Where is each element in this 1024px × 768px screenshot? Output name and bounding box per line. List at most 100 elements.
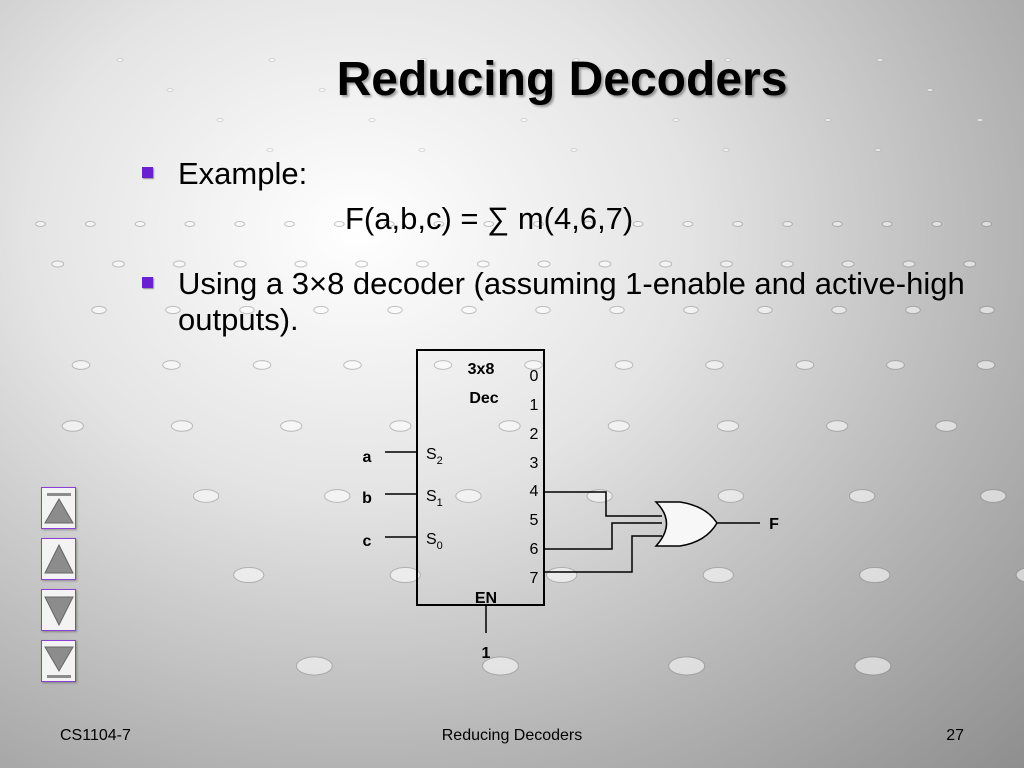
background-dot bbox=[71, 360, 91, 370]
background-dot bbox=[476, 260, 490, 268]
background-dot bbox=[780, 260, 794, 268]
slide-title: Reducing Decoders bbox=[336, 53, 788, 106]
bullet-text: Using a 3×8 decoder (assuming 1-enable a… bbox=[178, 266, 965, 337]
background-dot bbox=[716, 420, 740, 432]
next-slide-icon bbox=[44, 596, 74, 627]
background-dot bbox=[976, 118, 984, 122]
background-dot bbox=[720, 260, 733, 268]
background-dot bbox=[91, 305, 107, 315]
background-dot bbox=[216, 118, 224, 122]
background-dot bbox=[976, 360, 996, 370]
last-slide-icon bbox=[44, 646, 74, 678]
background-dot bbox=[420, 58, 428, 62]
background-dot bbox=[848, 489, 876, 503]
background-dot bbox=[1015, 567, 1024, 583]
background-dot bbox=[313, 305, 329, 315]
bullet-marker bbox=[142, 167, 153, 178]
background-dot bbox=[239, 305, 255, 315]
background-dot bbox=[682, 221, 694, 227]
select-pin-s2: S2 bbox=[426, 446, 443, 467]
background-dot bbox=[233, 566, 265, 584]
first-slide-icon bbox=[44, 493, 74, 524]
output-label-4: 4 bbox=[530, 483, 539, 500]
background-dot bbox=[609, 305, 625, 315]
wire-output-7 bbox=[544, 535, 662, 573]
input-label-c: c bbox=[363, 533, 372, 550]
background-dot bbox=[905, 305, 921, 315]
background-dot bbox=[582, 221, 594, 227]
output-label-3: 3 bbox=[530, 455, 539, 472]
background-dot bbox=[980, 489, 1007, 503]
output-label-2: 2 bbox=[530, 426, 539, 443]
next-slide-button[interactable] bbox=[41, 589, 76, 631]
background-dot bbox=[192, 489, 220, 503]
background-dot bbox=[535, 305, 551, 315]
first-slide-button[interactable] bbox=[41, 487, 76, 529]
previous-slide-button[interactable] bbox=[41, 538, 76, 580]
background-dot bbox=[268, 58, 276, 62]
background-dot bbox=[280, 420, 303, 432]
last-slide-button[interactable] bbox=[41, 640, 76, 682]
enable-label: EN bbox=[475, 590, 497, 607]
background-dot bbox=[165, 305, 181, 315]
background-dot bbox=[295, 656, 333, 676]
background-dot bbox=[35, 221, 46, 227]
background-dot bbox=[166, 88, 174, 92]
input-label-a: a bbox=[363, 449, 372, 466]
background-dot bbox=[433, 221, 445, 227]
background-dot bbox=[757, 305, 773, 315]
background-dot bbox=[355, 260, 369, 268]
background-dot bbox=[614, 360, 634, 370]
output-label-6: 6 bbox=[530, 541, 539, 558]
background-dot bbox=[572, 58, 580, 62]
background-dot bbox=[318, 88, 326, 92]
decoder-block bbox=[416, 349, 545, 606]
bullet-text: Example: bbox=[178, 156, 308, 191]
background-dot bbox=[233, 260, 247, 268]
background-dot bbox=[162, 360, 181, 370]
background-dot bbox=[184, 221, 196, 227]
background-dot bbox=[51, 260, 65, 268]
function-formula: F(a,b,c) = ∑ m(4,6,7) bbox=[345, 201, 634, 236]
background-dot bbox=[570, 148, 578, 152]
background-dot bbox=[294, 260, 308, 268]
background-dot bbox=[874, 148, 882, 152]
background-dot bbox=[782, 221, 793, 227]
output-label-f: F bbox=[769, 516, 779, 533]
background-dot bbox=[524, 360, 543, 370]
background-dot bbox=[935, 420, 958, 432]
background-dot bbox=[172, 260, 186, 268]
background-dot bbox=[717, 489, 745, 503]
background-dot bbox=[886, 360, 905, 370]
bullet-marker bbox=[142, 277, 153, 288]
background-dot bbox=[926, 88, 934, 92]
footer-title: Reducing Decoders bbox=[441, 727, 583, 744]
background-dot bbox=[537, 260, 551, 268]
select-pin-s1: S1 bbox=[426, 488, 443, 509]
background-dot bbox=[433, 360, 453, 370]
background-dot bbox=[546, 566, 578, 584]
background-dot bbox=[722, 148, 730, 152]
background-dot bbox=[859, 566, 891, 584]
background-dot bbox=[876, 58, 884, 62]
background-dot bbox=[112, 260, 125, 268]
background-dot bbox=[598, 260, 612, 268]
background-dot bbox=[732, 221, 744, 227]
background-dot bbox=[252, 360, 272, 370]
background-dot bbox=[826, 420, 849, 432]
output-label-1: 1 bbox=[530, 397, 539, 414]
background-dot bbox=[632, 221, 644, 227]
decoder-circuit-diagram: 3x8 Dec 0 1 2 3 4 5 6 7 a S2 b S1 c S0 E… bbox=[362, 349, 779, 662]
output-label-7: 7 bbox=[530, 570, 539, 587]
select-pin-s0: S0 bbox=[426, 531, 443, 552]
background-dot bbox=[234, 221, 246, 227]
background-dot bbox=[383, 221, 395, 227]
output-label-0: 0 bbox=[530, 368, 539, 385]
background-dot bbox=[134, 221, 146, 227]
background-dot bbox=[981, 221, 993, 227]
background-dot bbox=[881, 221, 893, 227]
decoder-label-line2: Dec bbox=[469, 390, 498, 407]
background-dot bbox=[824, 118, 832, 122]
background-dot bbox=[774, 88, 782, 92]
background-dot bbox=[482, 656, 519, 676]
